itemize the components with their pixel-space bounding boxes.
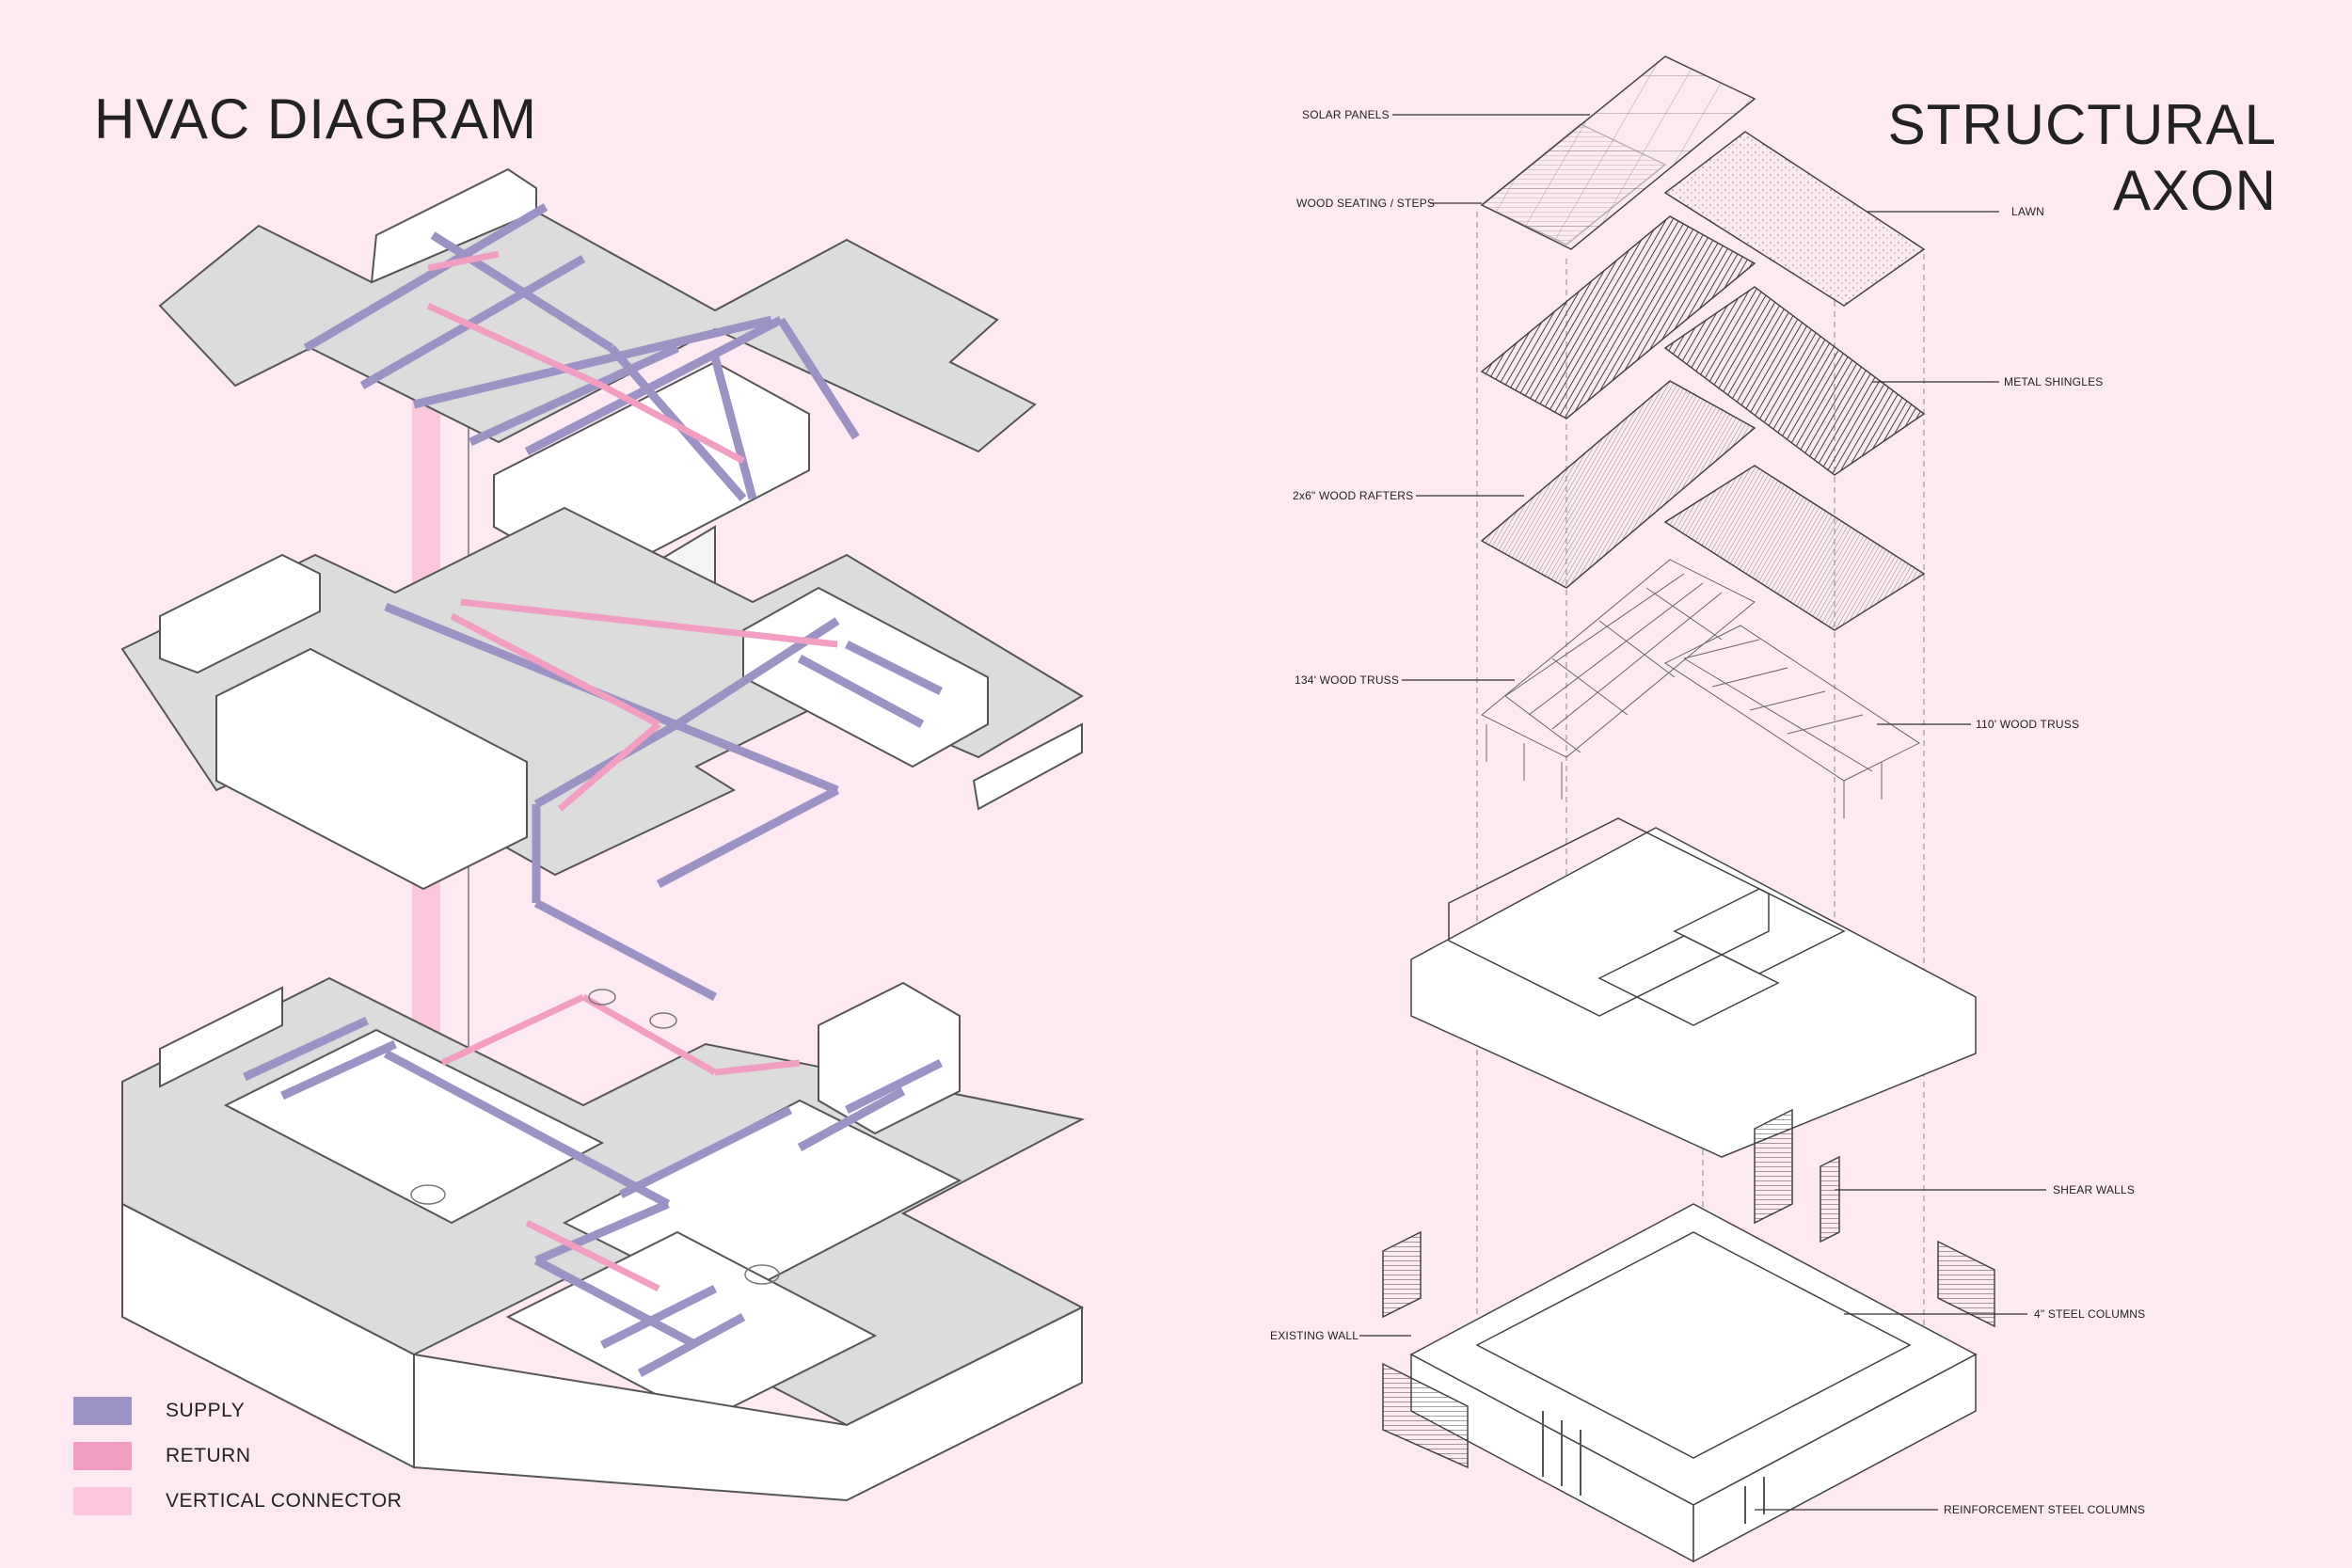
legend-item-vertical-connector: VERTICAL CONNECTOR [73,1479,402,1524]
legend-swatch-vertical-connector [73,1487,132,1515]
legend-label-vertical-connector: VERTICAL CONNECTOR [166,1490,403,1512]
hvac-diagram-title: HVAC DIAGRAM [94,87,537,150]
roof-level-walls [370,167,537,284]
callout-existing-wall: EXISTING WALL [1270,1329,1359,1342]
lower-front-court [505,1230,878,1422]
callout-wood-seating: WOOD SEATING / STEPS [1296,197,1436,210]
legend-label-return: RETURN [166,1445,251,1466]
upper-return-ducts [426,250,745,465]
structural-axonometric [1359,55,2046,1563]
legend-swatch-return [73,1442,132,1470]
metal-shingles-right [1663,286,1926,476]
middle-left-room [159,553,321,674]
legend-swatch-supply [73,1397,132,1425]
legend-label-supply: SUPPLY [166,1400,246,1421]
callout-110-truss: 110' WOOD TRUSS [1976,718,2080,731]
middle-right-rooms [742,586,989,768]
wood-rafters-left [1480,380,1756,589]
callout-shear-walls: SHEAR WALLS [2053,1183,2136,1196]
middle-return-ducts [450,598,838,812]
callout-metal-shingles: METAL SHINGLES [2004,375,2104,388]
wood-truss-layer [1481,559,1920,818]
callout-reinforcement-columns: REINFORCEMENT STEEL COLUMNS [1944,1503,2146,1516]
structural-title-line-1: STRUCTURAL [1887,93,2277,156]
shear-walls-2 [1820,1155,1840,1243]
lawn-layer [1663,131,1926,307]
structural-lower-floor [1409,1203,1978,1563]
legend-item-return: RETURN [73,1433,402,1479]
lower-return-ducts [440,993,801,1292]
structural-axon-title: STRUCTURAL AXON [1888,92,2277,224]
callout-wood-rafters: 2x6" WOOD RAFTERS [1293,489,1414,502]
callout-leaders [1359,114,2046,1511]
lower-supply-ducts [243,1016,944,1377]
callout-134-truss: 134' WOOD TRUSS [1295,673,1400,687]
shear-walls-1 [1754,1108,1793,1225]
callout-solar-panels: SOLAR PANELS [1302,108,1390,121]
steel-columns [1542,1411,1765,1524]
callout-steel-columns: 4" STEEL COLUMNS [2034,1307,2146,1321]
wood-rafters-right [1663,465,1926,631]
callout-lawn: LAWN [2011,205,2045,218]
hvac-legend: SUPPLY RETURN VERTICAL CONNECTOR [73,1388,402,1524]
structural-upper-floor [1410,817,1977,1158]
upper-supply-ducts [303,203,860,501]
legend-item-supply: SUPPLY [73,1388,402,1433]
hvac-axonometric [120,167,1085,1502]
court-markings [410,989,780,1285]
structural-title-line-2: AXON [2112,159,2277,222]
existing-wall-hatch [1382,1230,1422,1319]
middle-enclosed-room [215,647,528,891]
metal-shingles-left [1480,215,1756,420]
